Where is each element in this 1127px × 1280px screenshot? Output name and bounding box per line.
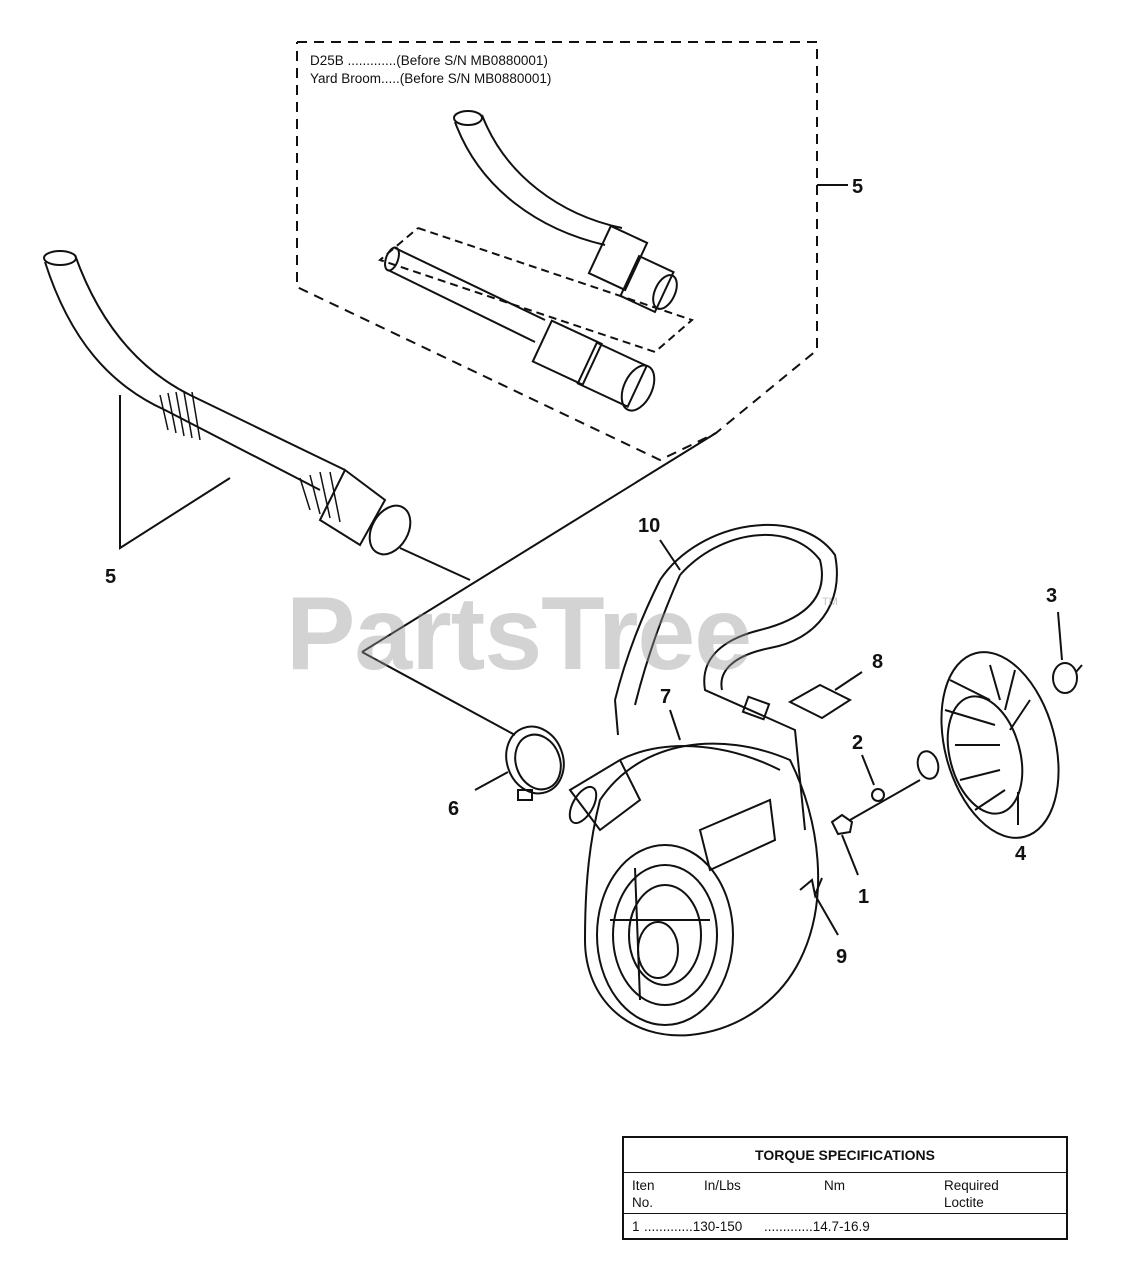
leader-7 (669, 709, 681, 741)
clamp (505, 725, 565, 801)
row-inlbs: .............130-150 (644, 1219, 743, 1234)
callout-1: 1 (858, 886, 869, 908)
assembly-leader-1 (361, 432, 717, 653)
blower-housing (568, 742, 820, 1037)
callout-5-inset: 5 (852, 176, 863, 198)
inset-model-line-2: Yard Broom.....(Before S/N MB0880001) (310, 71, 552, 86)
watermark-tm: TM (822, 596, 838, 608)
assembly-leader-3 (399, 547, 471, 581)
leader-9 (814, 894, 839, 936)
inset-upper-hose (453, 110, 678, 314)
leader-2 (861, 754, 875, 786)
header-loctite-line1: Required (944, 1178, 999, 1193)
table-row: 1 .............130-150 .............14.7… (624, 1214, 1066, 1240)
leader-1 (841, 834, 859, 876)
inset-lower-tube (384, 246, 656, 412)
shaft-line (849, 779, 921, 821)
header-item-line1: Iten (632, 1178, 655, 1193)
header-loctite-line2: Loctite (944, 1195, 984, 1210)
callout-6: 6 (448, 798, 459, 820)
header-item: Iten No. (632, 1177, 655, 1211)
leader-6 (474, 771, 509, 791)
leader-3 (1057, 611, 1063, 661)
strap (614, 524, 838, 831)
inset-dashed-border (296, 41, 818, 462)
nut-shaft (1075, 664, 1083, 673)
leader-8 (834, 671, 863, 691)
callout-10: 10 (638, 515, 660, 537)
washer (871, 788, 885, 802)
header-nm: Nm (824, 1178, 845, 1193)
impeller (916, 651, 1060, 839)
header-loctite: Required Loctite (944, 1177, 999, 1211)
row-item: 1 (632, 1219, 640, 1234)
callout-2: 2 (852, 732, 863, 754)
row-nm: .............14.7-16.9 (764, 1219, 870, 1234)
callout-3: 3 (1046, 585, 1057, 607)
torque-table-header: Iten No. In/Lbs Nm Required Loctite (624, 1173, 1066, 1214)
nut (1052, 662, 1078, 694)
inset-model-line-1: D25B .............(Before S/N MB0880001) (310, 53, 548, 68)
callout-7: 7 (660, 686, 671, 708)
callout-5-hose: 5 (105, 566, 116, 588)
torque-specifications-table: TORQUE SPECIFICATIONS Iten No. In/Lbs Nm… (622, 1136, 1068, 1240)
callout-4: 4 (1015, 843, 1027, 865)
header-item-line2: No. (632, 1195, 654, 1210)
assembly-leader-2 (361, 651, 516, 736)
main-hose (43, 250, 412, 556)
watermark: PartsTree (286, 576, 752, 692)
leader-10 (659, 539, 681, 571)
label-plate (787, 683, 853, 720)
callout-8: 8 (872, 651, 883, 673)
screw (830, 813, 854, 836)
header-inlbs: In/Lbs (704, 1178, 741, 1193)
hose-bracket (119, 395, 231, 550)
torque-table-title: TORQUE SPECIFICATIONS (624, 1138, 1066, 1173)
clip (799, 877, 823, 899)
callout-9: 9 (836, 946, 847, 968)
